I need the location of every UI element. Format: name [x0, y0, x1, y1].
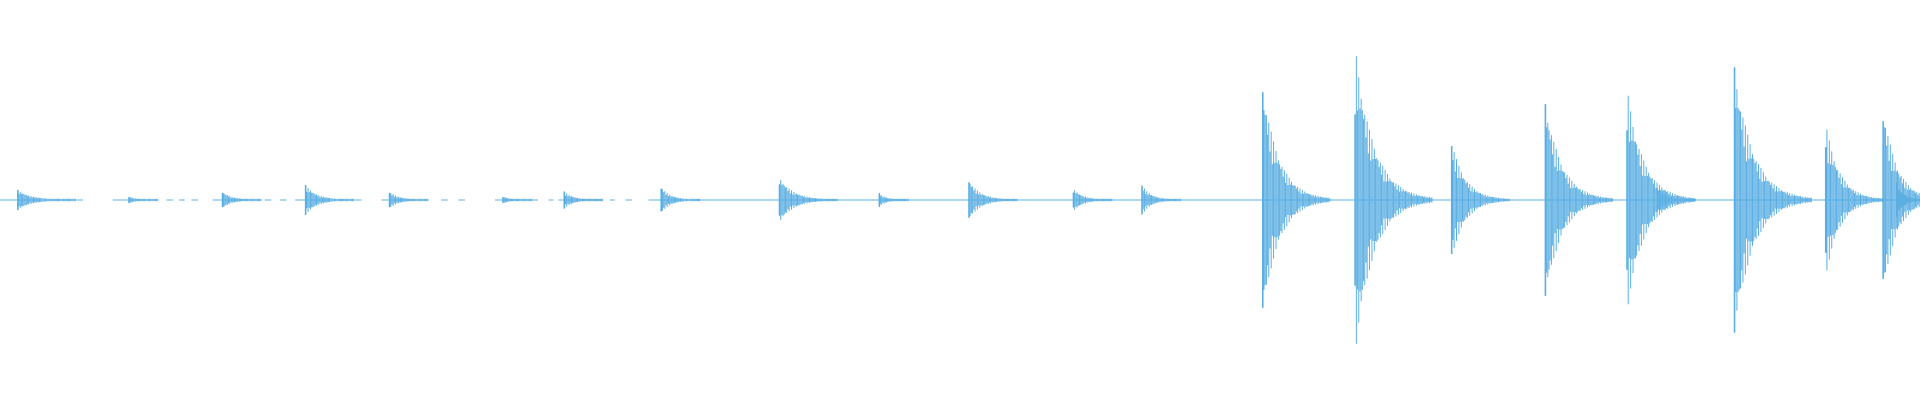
- waveform-transient: [1450, 145, 1510, 255]
- waveform-transient: [304, 184, 355, 216]
- waveform-transient: [1882, 120, 1920, 280]
- waveform-transient: [502, 196, 533, 204]
- waveform-transient: [563, 191, 604, 209]
- waveform-transient: [388, 192, 429, 208]
- waveform-transient: [221, 192, 262, 208]
- waveform-transient: [1261, 92, 1331, 309]
- waveform-transient: [1354, 56, 1433, 344]
- waveform-transients: [17, 56, 1920, 344]
- waveform-transient: [17, 189, 76, 211]
- waveform-transient: [778, 179, 838, 221]
- waveform-transient: [1141, 185, 1181, 215]
- waveform-transient: [1824, 129, 1884, 271]
- waveform-transient: [1544, 103, 1614, 297]
- waveform-transient: [660, 188, 701, 212]
- waveform-transient: [878, 192, 909, 208]
- waveform-transient: [1733, 67, 1812, 333]
- waveform-transient: [1072, 189, 1113, 211]
- waveform-transient: [1656, 187, 1697, 213]
- waveform-transient: [968, 182, 1018, 218]
- waveform-transient: [128, 196, 159, 204]
